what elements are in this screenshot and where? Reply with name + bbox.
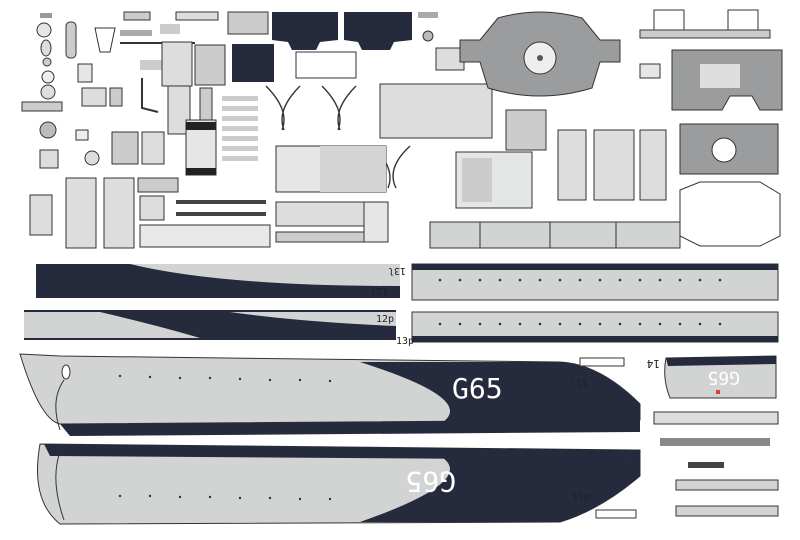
label-11l: 11l [570,377,588,388]
hull-marking-small: G65 [707,367,740,388]
stern-piece: G65 [664,355,777,399]
top-right-parts [639,9,783,247]
hull-upper: G65 [19,353,641,436]
side-strips [24,263,779,343]
strip-portholes [438,278,722,326]
top-center-parts [265,12,493,243]
middle-parts [429,109,681,249]
label-12l: 12l [370,285,388,296]
hull-lower: G65 [37,443,641,525]
hull-marking-upper: G65 [452,372,503,405]
hull-marking-lower: G65 [405,465,456,498]
hull-portholes [118,374,332,501]
label-13l: 13l [388,265,406,276]
label-12p: 12p [376,314,394,325]
bottom-right-parts [579,357,779,519]
stair-steps [222,96,258,161]
label-11p: 11p [572,492,590,503]
deck-turret [459,11,621,97]
label-13p: 13p [396,336,414,347]
small-parts-top-left [21,11,274,249]
label-14: 14 [646,357,660,370]
